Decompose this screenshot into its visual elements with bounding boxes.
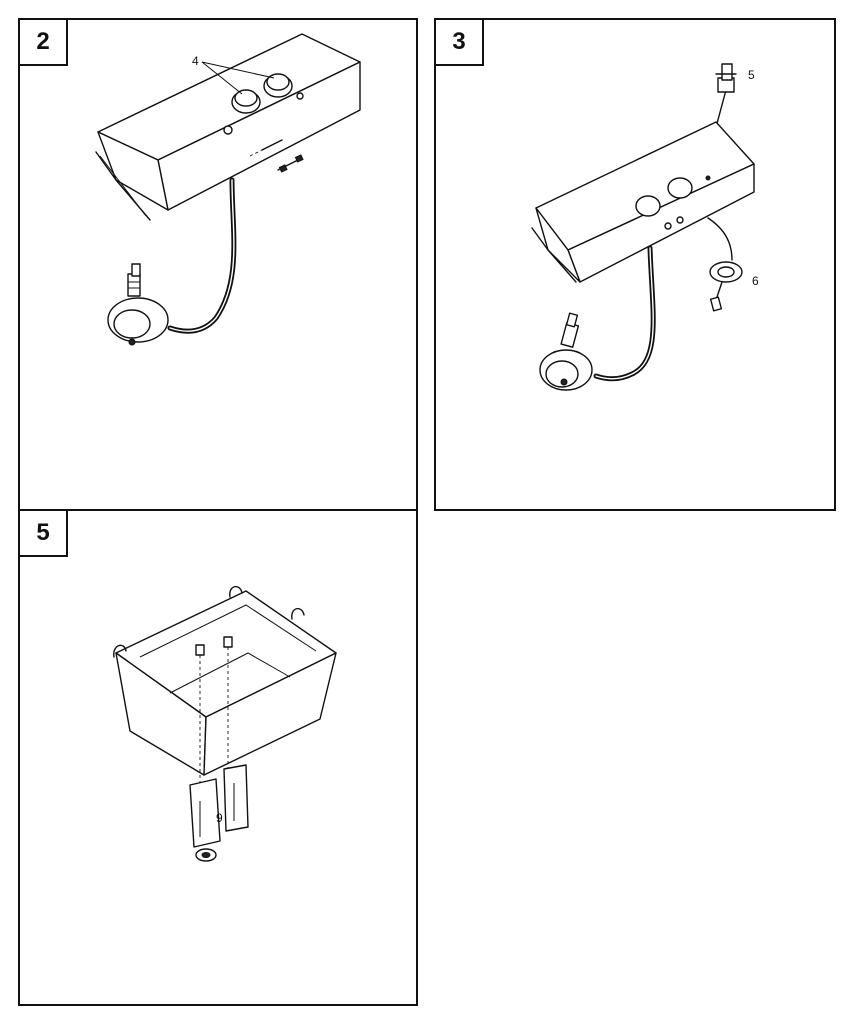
step-number-label: 5 [20,511,68,557]
callout-label: 4 [192,54,199,68]
grill-control-panel-illustration [95,33,361,346]
panel-step-2: 2 [18,18,418,511]
grease-tray-illustration [113,586,337,862]
panel-step-5: 5 9 [18,509,418,1006]
step-number-label: 2 [20,20,68,66]
callout-label: 5 [748,68,755,82]
grill-igniter-illustration [531,63,755,391]
callout-label: 9 [216,811,223,825]
callout-label: 6 [752,274,759,288]
panel-step-3: 3 5 6 [434,18,836,511]
step-number-label: 3 [436,20,484,66]
